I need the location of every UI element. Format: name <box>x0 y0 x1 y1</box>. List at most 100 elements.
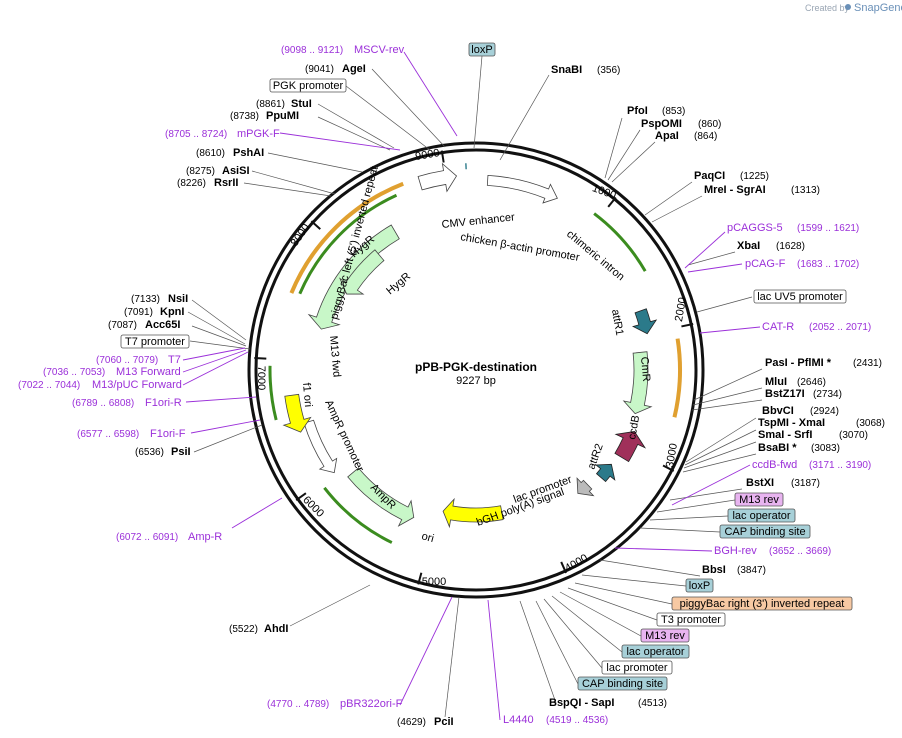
enzyme-label[interactable]: NsiI <box>168 293 188 305</box>
enzyme-position: (6536) <box>135 447 164 458</box>
enzyme-label[interactable]: MreI - SgrAI <box>704 184 766 196</box>
enzyme-label[interactable]: TspMI - XmaI <box>758 417 825 429</box>
primer-label[interactable]: pCAGGS-5 <box>727 222 783 234</box>
enzyme-label[interactable]: AhdI <box>264 623 288 635</box>
primer-label[interactable]: BGH-rev <box>714 545 757 557</box>
box-label-background <box>734 492 784 507</box>
primer-leader-line <box>185 396 257 403</box>
primer-label[interactable]: M13/pUC Forward <box>92 379 182 391</box>
enzyme-position: (853) <box>662 106 685 117</box>
primer-label[interactable]: M13 Forward <box>116 366 181 378</box>
enzyme-label[interactable]: PshAI <box>233 147 264 159</box>
leader-line <box>604 117 623 179</box>
tick-label: 2000 <box>673 296 689 322</box>
box-label[interactable]: lac operator <box>727 508 796 523</box>
enzyme-label[interactable]: AgeI <box>342 63 366 75</box>
enzyme-label[interactable]: BsaBI * <box>758 442 797 454</box>
box-label-background <box>727 508 796 523</box>
hygr-arrow <box>339 249 385 295</box>
enzyme-label[interactable]: XbaI <box>737 240 760 252</box>
box-label[interactable]: CAP binding site <box>719 524 811 539</box>
enzyme-label[interactable]: RsrII <box>214 177 238 189</box>
credit-text: Created by <box>805 3 850 13</box>
f1-ori-arrow <box>282 393 312 433</box>
primer-label[interactable]: F1ori-R <box>145 397 182 409</box>
primer-label[interactable]: MSCV-rev <box>354 44 405 56</box>
enzyme-label[interactable]: KpnI <box>160 306 184 318</box>
box-label[interactable]: lac promoter <box>601 660 673 675</box>
enzyme-label[interactable]: PasI - PflMI * <box>765 357 832 369</box>
leader-line <box>567 587 658 621</box>
primer-label[interactable]: pBR322ori-F <box>340 698 403 710</box>
plasmid-name: pPB-PGK-destination <box>415 360 537 374</box>
enzyme-position: (8275) <box>186 166 215 177</box>
enzyme-label[interactable]: BbsI <box>702 564 726 576</box>
enzyme-position: (3187) <box>791 478 820 489</box>
enzyme-label[interactable]: Acc65I <box>145 319 180 331</box>
box-label[interactable]: T3 promoter <box>656 612 726 627</box>
box-label[interactable]: CAP binding site <box>577 676 668 691</box>
primer-range: (9098 .. 9121) <box>281 45 343 56</box>
enzyme-label[interactable]: BbvCI <box>762 405 794 417</box>
enzyme-position: (2431) <box>853 358 882 369</box>
box-label-background <box>719 524 811 539</box>
box-label[interactable]: loxP <box>468 42 496 57</box>
enzyme-label[interactable]: PfoI <box>627 105 648 117</box>
primer-label[interactable]: L4440 <box>503 714 534 726</box>
leader-line <box>317 116 391 151</box>
box-label[interactable]: lac operator <box>621 644 690 659</box>
enzyme-position: (2646) <box>797 377 826 388</box>
box-label[interactable]: M13 rev <box>640 628 690 643</box>
enzyme-label[interactable]: AsiSI <box>222 165 250 177</box>
enzyme-label[interactable]: BspQI - SapI <box>549 697 614 709</box>
enzyme-label[interactable]: PpuMI <box>266 110 299 122</box>
leader-line <box>193 424 263 453</box>
enzyme-label[interactable]: StuI <box>291 98 312 110</box>
box-label[interactable]: piggyBac right (3') inverted repeat <box>671 596 853 611</box>
enzyme-position: (3068) <box>856 418 885 429</box>
snapgene-logo: SnapGene <box>845 2 902 14</box>
primer-leader-line <box>231 497 283 529</box>
box-label-text: piggyBac right (3') inverted repeat <box>680 598 845 610</box>
primer-range: (6789 .. 6808) <box>72 398 134 409</box>
primer-label[interactable]: Amp-R <box>188 531 222 543</box>
attr1-arrow <box>631 308 658 335</box>
box-label[interactable]: lac UV5 promoter <box>753 289 847 304</box>
enzyme-position: (3847) <box>737 565 766 576</box>
enzyme-label[interactable]: PspOMI <box>641 118 682 130</box>
box-label[interactable]: M13 rev <box>734 492 784 507</box>
tick-label: 7000 <box>255 366 267 390</box>
enzyme-label[interactable]: SmaI - SrfI <box>758 429 812 441</box>
enzyme-label[interactable]: ApaI <box>655 130 679 142</box>
box-label-background <box>656 612 726 627</box>
box-label[interactable]: loxP <box>685 578 714 593</box>
enzyme-label[interactable]: BstXI <box>746 477 774 489</box>
box-label[interactable]: PGK promoter <box>269 78 347 93</box>
box-label[interactable]: T7 promoter <box>120 334 190 349</box>
leader-line <box>683 441 757 469</box>
enzyme-position: (1313) <box>791 185 820 196</box>
leader-line <box>473 55 483 149</box>
enzyme-label[interactable]: MluI <box>765 376 787 388</box>
chicken-actin-promoter-label: chicken β-actin promoter <box>459 231 580 264</box>
leader-line <box>243 182 332 197</box>
primer-label[interactable]: T7 <box>168 354 181 366</box>
enzyme-label[interactable]: SnaBI <box>551 64 582 76</box>
enzyme-label[interactable]: PciI <box>434 716 454 728</box>
primer-label[interactable]: ccdB-fwd <box>752 459 797 471</box>
primer-leader-line <box>279 132 401 151</box>
enzyme-position: (5522) <box>229 624 258 635</box>
leader-line <box>669 488 743 501</box>
primer-label[interactable]: CAT-R <box>762 321 794 333</box>
primer-leader-line <box>699 326 761 334</box>
enzyme-label[interactable]: BstZ17I <box>765 388 805 400</box>
primer-leader-line <box>614 547 713 552</box>
primer-label[interactable]: pCAG-F <box>745 258 786 270</box>
enzyme-label[interactable]: PaqCI <box>694 170 725 182</box>
primer-label[interactable]: mPGK-F <box>237 128 280 140</box>
enzyme-label[interactable]: PsiI <box>171 446 191 458</box>
primer-label[interactable]: F1ori-F <box>150 428 186 440</box>
enzyme-position: (4513) <box>638 698 667 709</box>
primer-range: (3171 .. 3190) <box>809 460 871 471</box>
primer-range: (7022 .. 7044) <box>18 380 80 391</box>
